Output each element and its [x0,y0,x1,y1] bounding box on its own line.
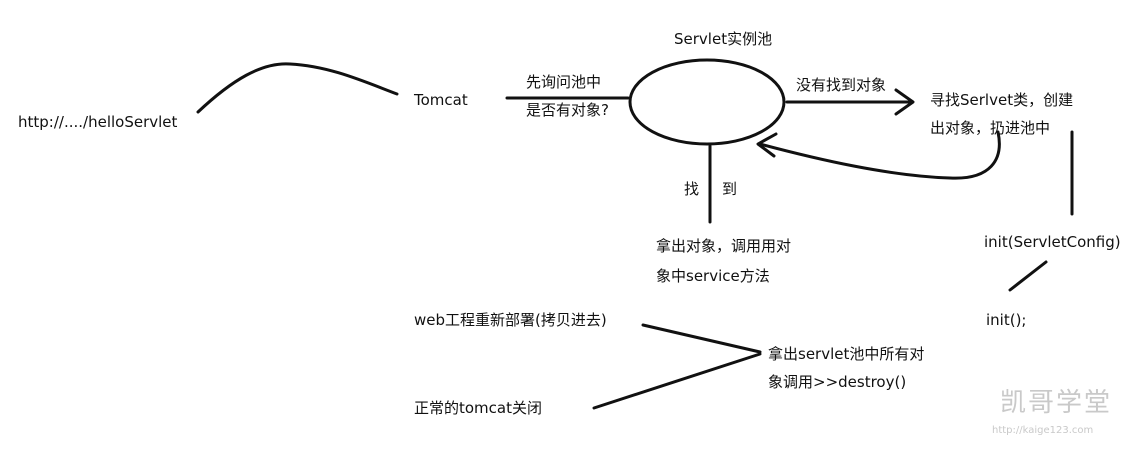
init-servlet-config-label: init(ServletConfig) [984,233,1121,251]
call-service-label-line1: 拿出对象，调用用对 [656,237,792,255]
watermark-url: http://kaige123.com [992,425,1094,436]
ask-pool-label-line2: 是否有对象? [526,101,609,119]
init-config-to-init-line [1008,260,1048,292]
shutdown-to-destroy-line [592,352,762,410]
servlet-pool-ellipse [628,58,786,146]
servlet-pool-label: Servlet实例池 [674,30,773,48]
redeploy-to-destroy-line [641,323,762,354]
create-object-label-line2: 出对象，扔进池中 [930,119,1051,137]
ask-pool-label-line1: 先询问池中 [526,73,602,91]
not-found-label: 没有找到对象 [796,76,887,94]
url-label: http://..../helloServlet [18,113,178,131]
not-found-arrowhead [894,88,915,116]
return-arrowhead [756,132,778,158]
found-label-char1: 找 [684,180,700,198]
create-object-label-line1: 寻找Serlvet类，创建 [930,91,1074,109]
found-label-char2: 到 [722,180,738,198]
init-label: init(); [986,311,1027,329]
destroy-label-line2: 象调用>>destroy() [768,373,907,391]
shutdown-label: 正常的tomcat关闭 [414,399,542,417]
tomcat-label: Tomcat [414,91,468,109]
destroy-label-line1: 拿出servlet池中所有对 [768,345,925,363]
watermark-name: 凯哥学堂 [1000,388,1113,418]
redeploy-label: web工程重新部署(拷贝进去) [414,311,607,329]
return-to-pool-arrow [758,130,1001,180]
url-to-tomcat-curve [196,62,399,114]
call-service-label-line2: 象中service方法 [656,267,770,285]
